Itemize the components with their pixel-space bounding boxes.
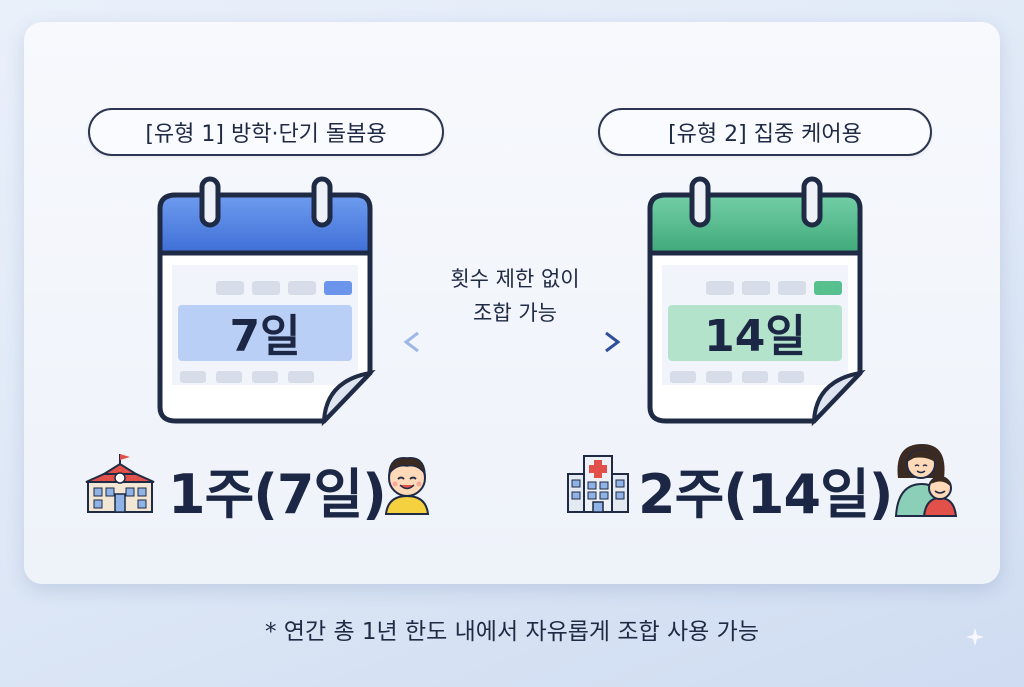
school-icon bbox=[85, 454, 155, 513]
combination-note: 횟수 제한 없이 조합 가능 bbox=[405, 262, 625, 330]
type2-period: 2주(14일) bbox=[638, 463, 893, 526]
calendar-7-days-value: 7일 bbox=[229, 311, 300, 362]
combination-note-line2: 조합 가능 bbox=[473, 301, 557, 325]
mother-child-icon bbox=[894, 444, 958, 517]
sparkle-icon bbox=[966, 628, 984, 646]
footnote: * 연간 총 1년 한도 내에서 자유롭게 조합 사용 가능 bbox=[265, 619, 759, 645]
type1-period: 1주(7일) bbox=[168, 463, 387, 526]
hospital-icon bbox=[567, 455, 629, 513]
type2-tag: [유형 2] 집중 케어용 bbox=[598, 108, 932, 156]
calendar-14-days-value: 14일 bbox=[704, 311, 806, 362]
double-arrow-icon bbox=[403, 331, 621, 353]
calendar-7-days-icon: 7일 bbox=[157, 176, 376, 427]
combination-note-line1: 횟수 제한 없이 bbox=[450, 267, 580, 291]
calendar-14-days-icon: 14일 bbox=[647, 176, 866, 427]
type1-tag: [유형 1] 방학·단기 돌봄용 bbox=[88, 108, 444, 156]
child-face-icon bbox=[384, 457, 430, 515]
